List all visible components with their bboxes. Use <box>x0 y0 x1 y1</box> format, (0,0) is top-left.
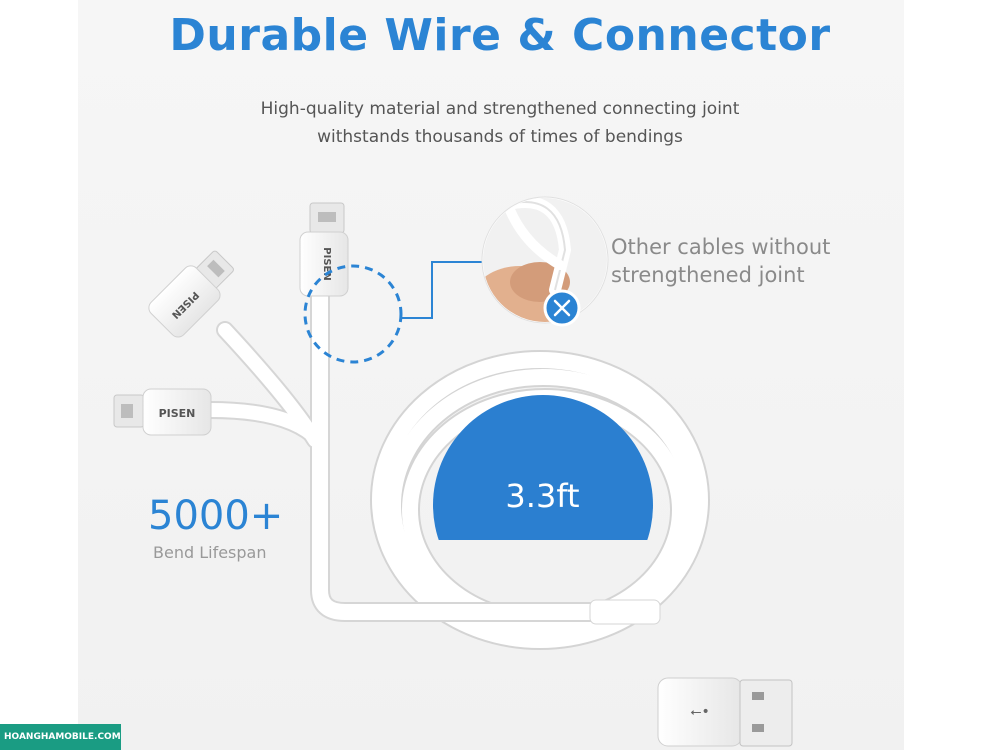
page-subtitle: High-quality material and strengthened c… <box>0 95 1000 151</box>
callout-connector-line <box>401 261 483 319</box>
site-watermark: HOANGHAMOBILE.COM E.COM <box>0 724 121 750</box>
other-cable-photo <box>481 196 609 324</box>
coiled-cable <box>370 350 710 650</box>
comparison-caption: Other cables without strengthened joint <box>611 233 830 289</box>
close-icon <box>543 289 581 327</box>
joint-highlight-circle <box>303 264 403 364</box>
subtitle-line-1: High-quality material and strengthened c… <box>260 99 740 119</box>
bend-label: Bend Lifespan <box>153 543 267 562</box>
bend-count: 5000+ <box>148 493 284 539</box>
micro-usb-connector-left: PISEN <box>113 388 212 436</box>
brand-logo-left: PISEN <box>159 407 196 420</box>
caption-line-2: strengthened joint <box>611 263 805 287</box>
branch-cables <box>201 280 600 622</box>
micro-usb-connector-top: PISEN <box>299 202 349 297</box>
subtitle-line-2: withstands thousands of times of bending… <box>317 127 683 147</box>
cable-length: 3.3ft <box>505 477 580 515</box>
usb-symbol-icon: ⭠• <box>690 704 709 720</box>
brand-logo-top: PISEN <box>321 247 332 280</box>
page-title: Durable Wire & Connector <box>169 10 831 61</box>
caption-line-1: Other cables without <box>611 235 831 259</box>
usb-a-connector: ⭠• <box>589 599 793 747</box>
micro-usb-connector-diagonal: PISEN <box>148 250 234 338</box>
